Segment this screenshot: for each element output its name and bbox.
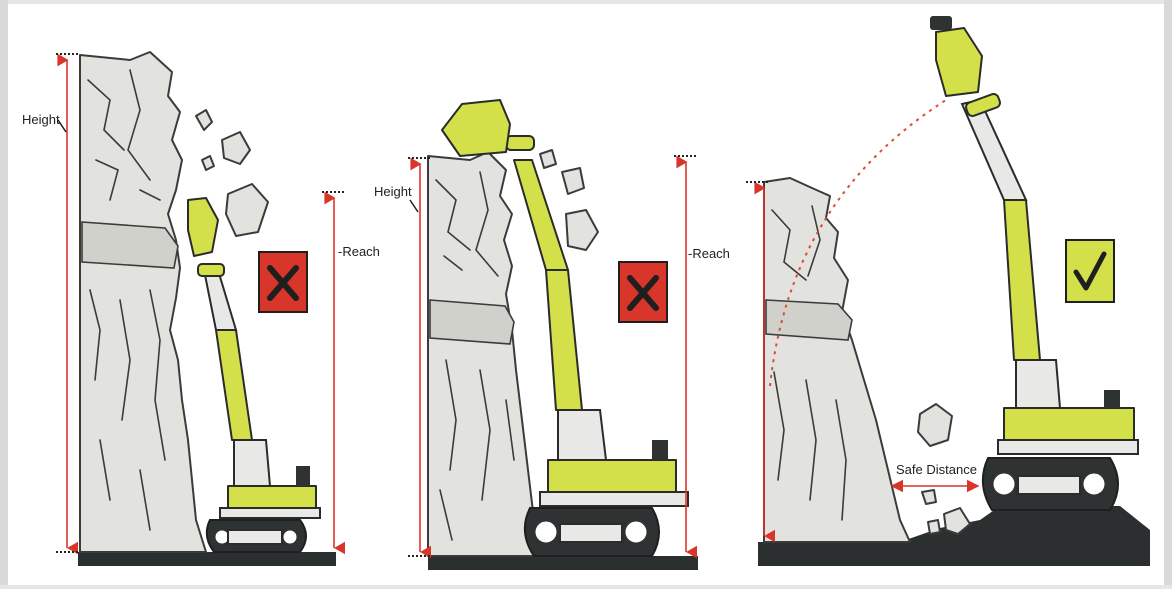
falling-rock: [562, 168, 584, 194]
excavator-cab: [558, 410, 606, 460]
boom-lower: [1004, 200, 1040, 360]
excavator-cab: [234, 440, 270, 486]
track-rollers: [228, 530, 282, 544]
excavator-body: [548, 460, 676, 492]
panel-1: [56, 52, 344, 566]
cliff: [428, 152, 544, 556]
panel-2: [408, 100, 698, 570]
falling-rock: [566, 210, 598, 250]
falling-rock: [202, 156, 214, 170]
rock-band: [766, 300, 852, 340]
undercarriage: [540, 492, 688, 506]
track-wheel: [624, 520, 648, 544]
breaker-bucket: [936, 28, 982, 96]
track-wheel: [992, 472, 1016, 496]
falling-rock: [540, 150, 556, 168]
panel-1-reach-label: -Reach: [338, 244, 380, 259]
safe-badge: [1066, 240, 1114, 302]
boom-lower: [216, 330, 252, 440]
exhaust-stack: [652, 440, 668, 460]
falling-rock: [226, 184, 268, 236]
excavator-body: [228, 486, 316, 508]
cliff: [80, 52, 206, 552]
panel-2-reach-label: -Reach: [688, 246, 730, 261]
falling-rock: [196, 110, 212, 130]
panel-3: [746, 16, 1150, 566]
track-wheel: [1082, 472, 1106, 496]
excavator-body: [1004, 408, 1134, 440]
breaker-bucket: [442, 100, 510, 156]
track-wheel: [534, 520, 558, 544]
bucket-tip: [930, 16, 952, 30]
falling-rock: [928, 520, 940, 534]
exhaust-stack: [1104, 390, 1120, 408]
panel-1-height-label: Height: [22, 112, 60, 127]
rock-band: [430, 300, 514, 344]
boom-arm: [514, 160, 568, 270]
undercarriage: [998, 440, 1138, 454]
excavator-cab: [1016, 360, 1060, 408]
boom-joint: [198, 264, 224, 276]
track-rollers: [560, 524, 622, 542]
ground: [78, 552, 336, 566]
panel-2-height-label: Height: [374, 184, 412, 199]
falling-rock: [222, 132, 250, 164]
breaker-bucket: [188, 198, 218, 256]
boom-joint: [506, 136, 534, 150]
height-pointer: [410, 200, 418, 212]
track-rollers: [1018, 476, 1080, 494]
boom-lower: [546, 270, 582, 410]
undercarriage: [220, 508, 320, 518]
cliff: [764, 178, 910, 542]
falling-rock: [922, 490, 936, 504]
boom-arm: [204, 270, 236, 330]
panel-3-distance-label: Safe Distance: [896, 462, 977, 477]
falling-rock: [918, 404, 952, 446]
exhaust-stack: [296, 466, 310, 486]
track-wheel: [282, 529, 298, 545]
ground: [428, 556, 698, 570]
rock-band: [82, 222, 178, 268]
